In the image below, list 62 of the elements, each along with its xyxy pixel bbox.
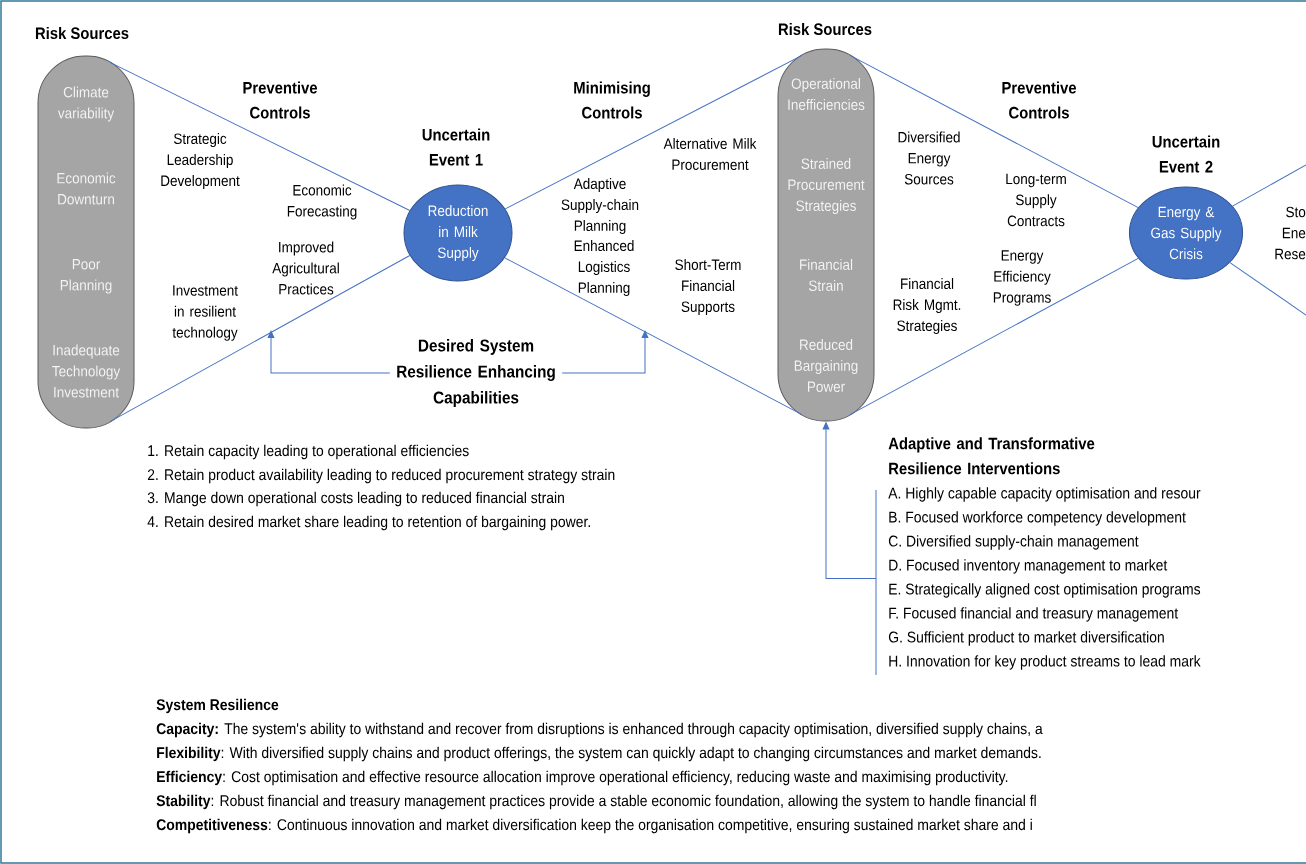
node-label: Operational Inefficiencies <box>788 77 865 110</box>
connector-line <box>504 54 803 210</box>
control-label: Short-Term Financial Supports <box>675 259 741 315</box>
control-label: Alternative Milk Procurement <box>663 138 757 170</box>
text-line: 1. Retain capacity leading to operational efficiencies <box>148 444 469 460</box>
node-label: D. Focused inventory management to market <box>889 559 1168 574</box>
node-label: Poor Planning <box>60 259 112 294</box>
control-label: Enhanced Logistics Planning <box>574 240 634 296</box>
text-line: Stability: Robust financial and treasury management practices provide a stable economic foundation, allowing the system to handle financial fl <box>156 794 1036 810</box>
connector-line <box>1229 262 1306 316</box>
control-label: Improved Agricultural Practices <box>272 241 339 295</box>
node-label: Reduced Bargaining Power <box>794 338 858 392</box>
risk-source-pill: Operational Inefficiencies Strained Procurement Strategies Financial Strain Reduced Bargaining Power <box>777 48 875 422</box>
control-label: Strategic Leadership Development <box>161 133 240 189</box>
control-label: Sto Ene Rese <box>1275 206 1306 260</box>
control-label: Energy Efficiency Programs <box>993 250 1051 306</box>
connector-line <box>109 255 411 423</box>
control-heading: Preventive Controls <box>243 81 318 119</box>
control-label: Diversified Energy Sources <box>898 131 960 185</box>
column-heading: Risk Sources <box>35 26 129 40</box>
intervention-list: A. Highly capable capacity optimisation and resour B. Focused workforce competency development C. Diversified supply-chain management D. Focused inventory management to market E. Strategically aligned cost optimisation programs F. Focused financial and treasury management G. Sufficient product to market diversification H. Innovation for key product streams to lead mark <box>888 487 1201 670</box>
arrow <box>822 422 877 579</box>
control-heading: Preventive Controls <box>1002 81 1077 119</box>
control-label: Economic Forecasting <box>287 184 357 220</box>
text-line: Capacity: The system's ability to withstand and recover from disruptions is enhanced through capacity optimisation, diversified supply chains, a <box>156 722 1043 738</box>
event-heading: Uncertain Event 2 <box>1152 135 1220 173</box>
node-label: Strained Procurement Strategies <box>788 157 865 214</box>
connector-line <box>849 257 1139 416</box>
control-label: Long-term Supply Contracts <box>1006 173 1066 227</box>
node-label: B. Focused workforce competency development <box>889 511 1186 526</box>
node-label: Inadequate Technology Investment <box>52 344 121 398</box>
text-line: Efficiency: Cost optimisation and effective resource allocation improve operational efficiency, reducing waste and maximising productivity. <box>157 770 1008 786</box>
text-line: 3. Mange down operational costs leading to reduced financial strain <box>147 491 564 507</box>
connector-line <box>504 257 803 416</box>
node-label: A. Highly capable capacity optimisation and resour <box>888 487 1201 502</box>
node-label: F. Focused financial and treasury management <box>889 607 1179 622</box>
connector-line <box>849 54 1139 209</box>
node-label: Economic Downturn <box>57 172 116 205</box>
node-label: Financial Strain <box>800 258 853 291</box>
connector-line <box>109 61 411 211</box>
arrow <box>267 330 391 374</box>
node-label: Climate variability <box>57 86 115 122</box>
connector-line <box>1232 164 1306 207</box>
arrow <box>561 330 649 374</box>
control-label: Financial Risk Mgmt. Strategies <box>893 278 961 334</box>
risk-source-pill: Climate variability Economic Downturn Poor Planning Inadequate Technology Investment <box>37 55 135 429</box>
control-label: Investment in resilient technology <box>172 285 238 341</box>
capabilities-heading: Desired System Resilience Enhancing Capabilities <box>397 339 555 407</box>
node-label: C. Diversified supply-chain management <box>888 535 1139 550</box>
text-line: 2. Retain product availability leading to reduced procurement strategy strain <box>147 468 615 484</box>
text-line: Competitiveness: Continuous innovation and market diversification keep the organisation competitive, ensuring sustained market share and i <box>156 818 1032 834</box>
control-label: Adaptive Supply-chain Planning <box>561 178 639 234</box>
text-line: Flexibility: With diversified supply chains and product offerings, the system can quickly adapt to changing circumstances and market demands. <box>157 746 1041 762</box>
list-heading: Adaptive and Transformative Resilience Interventions <box>888 437 1095 475</box>
node-label: G. Sufficient product to market diversification <box>888 631 1164 646</box>
event-heading: Uncertain Event 1 <box>422 128 490 166</box>
column-heading: Risk Sources <box>778 22 872 36</box>
text-line: 4. Retain desired market share leading to retention of bargaining power. <box>147 515 590 531</box>
control-heading: Minimising Controls <box>574 81 650 119</box>
section-heading: System Resilience <box>156 698 279 714</box>
node-label: E. Strategically aligned cost optimisation programs <box>889 583 1201 598</box>
node-label: H. Innovation for key product streams to lead mark <box>889 655 1201 670</box>
